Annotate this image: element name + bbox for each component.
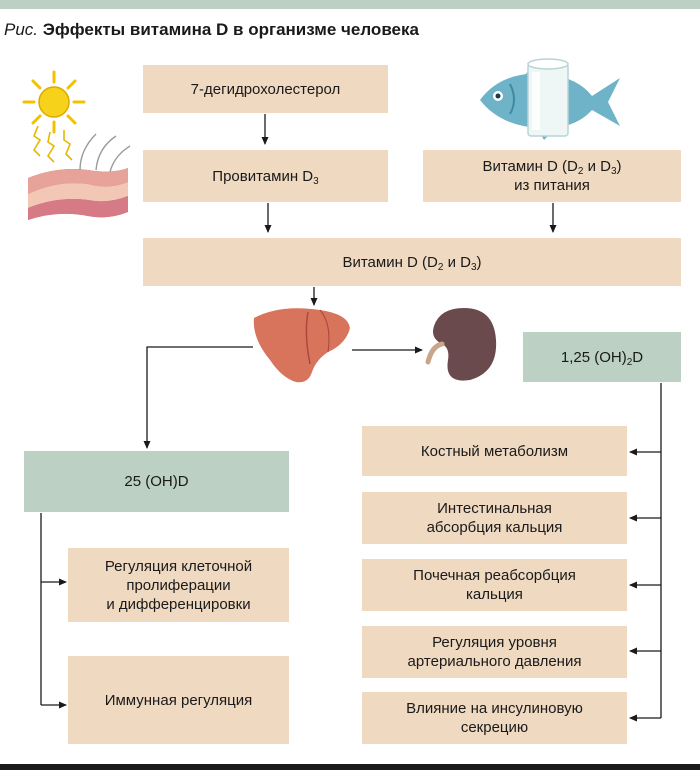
effect-immune-label: Иммунная регуляция	[104, 691, 253, 709]
figure-title-main: Эффекты витамина D в организме человека	[38, 20, 419, 39]
glass-icon	[527, 58, 569, 137]
figure-title: Рис. Эффекты витамина D в организме чело…	[4, 20, 419, 40]
provitamin-box: Провитамин D3	[143, 150, 388, 202]
dehydrocholesterol-box: 7-дегидрохолестерол	[143, 65, 388, 113]
vitamin-d-label: Витамин D (D2 и D3)	[342, 253, 482, 273]
calcitriol-box: 1,25 (OH)2D	[523, 332, 681, 382]
calcidiol-label: 25 (OH)D	[124, 473, 189, 490]
bottom-rule	[0, 764, 700, 770]
calcitriol-label: 1,25 (OH)2D	[560, 348, 644, 368]
top-accent-bar	[0, 0, 700, 9]
skin-icon	[28, 133, 131, 220]
provitamin-label: Провитамин D3	[212, 167, 319, 187]
figure-title-lead: Рис.	[4, 20, 39, 39]
sun-skin-illustration	[22, 70, 131, 220]
liver-icon	[253, 308, 350, 383]
dietary-vitamin-label: Витамин D (D2 и D3) из питания	[482, 158, 622, 194]
vitamin-d-box: Витамин D (D2 и D3)	[143, 238, 681, 286]
effect-immune-box: Иммунная регуляция	[68, 656, 289, 744]
sun-icon	[22, 70, 86, 163]
calcidiol-box: 25 (OH)D	[24, 451, 289, 512]
dehydrocholesterol-label: 7-дегидрохолестерол	[190, 80, 341, 98]
kidney-icon	[425, 308, 497, 381]
dietary-vitamin-box: Витамин D (D2 и D3) из питания	[423, 150, 681, 202]
effect-bone-metabolism-box: Костный метаболизм	[362, 426, 627, 476]
effect-bone-metabolism-label: Костный метаболизм	[420, 442, 569, 460]
fish-glass-illustration	[480, 58, 620, 140]
